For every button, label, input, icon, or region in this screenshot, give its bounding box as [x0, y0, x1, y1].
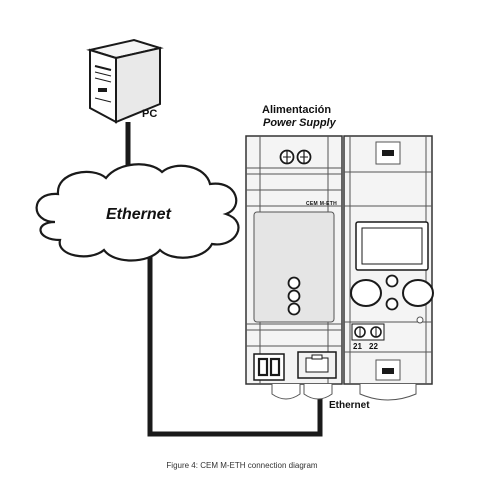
ethernet-cloud-icon — [35, 163, 240, 262]
din-clips-main — [271, 384, 333, 400]
rj45-ethernet-port — [297, 351, 337, 379]
device-model-label: CEM M-ETH — [306, 201, 338, 207]
pc-tower-icon — [86, 38, 164, 124]
terminal-22-label: 22 — [369, 342, 378, 351]
network-to-device-cable — [147, 250, 323, 437]
pc-label: PC — [142, 108, 158, 120]
power-label-en: Power Supply — [263, 117, 336, 129]
figure-caption: Figure 4: CEM M-ETH connection diagram — [166, 461, 318, 470]
network-cloud-label: Ethernet — [106, 206, 171, 223]
companion-module — [343, 135, 434, 401]
power-label-es: Alimentación — [262, 104, 332, 116]
terminal-21-label: 21 — [353, 342, 362, 351]
status-leds — [287, 276, 301, 316]
ethernet-port-label: Ethernet — [329, 400, 370, 411]
power-supply-terminals — [279, 149, 312, 165]
cem-meth-module — [245, 135, 343, 385]
relay-terminal-block — [253, 353, 285, 381]
